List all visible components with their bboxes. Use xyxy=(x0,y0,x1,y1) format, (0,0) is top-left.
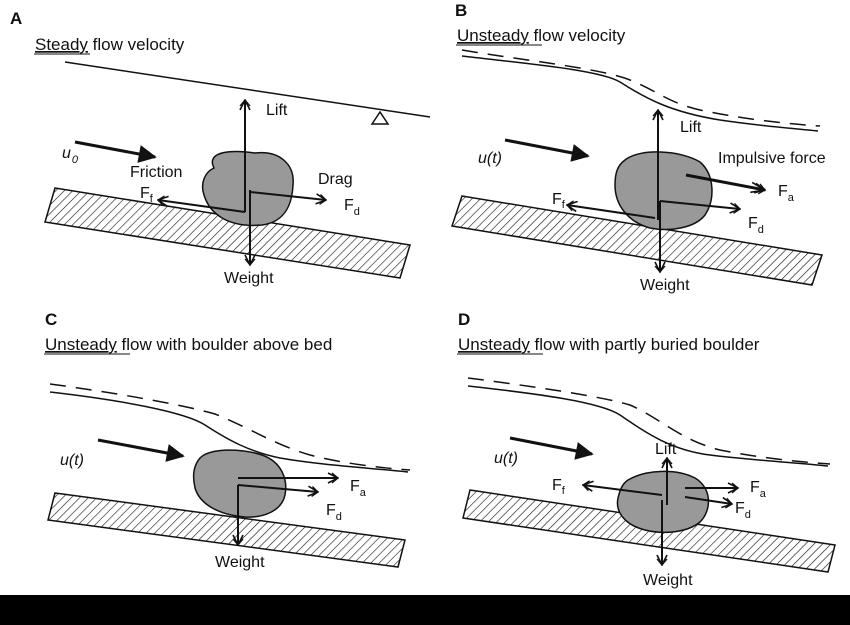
panel-c-velocity-label: u(t) xyxy=(60,452,84,469)
panel-d-velocity-arrow xyxy=(509,436,594,460)
panel-a-drag-label: Drag xyxy=(318,171,353,188)
diagram-canvas: A Steady flow velocity u0 Lift Friction … xyxy=(10,1,836,589)
panel-b-weight-label: Weight xyxy=(640,277,690,294)
panel-b-dashed-surface xyxy=(461,49,821,127)
panel-c-fa-label: Fa xyxy=(350,478,367,499)
panel-a-caption: Steady flow velocity xyxy=(35,35,185,54)
panel-d-water-surface xyxy=(467,385,829,467)
panel-d-letter: D xyxy=(458,310,470,329)
panel-a-weight-label: Weight xyxy=(224,270,274,287)
panel-b-velocity-arrow xyxy=(504,138,590,162)
panel-d: D Unsteady flow with partly buried bould… xyxy=(457,310,836,589)
panel-c-fd-label: Fd xyxy=(326,502,342,523)
panel-b-caption: Unsteady flow velocity xyxy=(457,26,626,45)
panel-c-velocity-arrow xyxy=(97,438,185,462)
panel-d-force-arrow-fd xyxy=(684,496,732,504)
panel-c-weight-label: Weight xyxy=(215,554,265,571)
panel-b: B Unsteady flow velocity u(t) Lift Impul… xyxy=(451,1,826,294)
panel-a-lift-label: Lift xyxy=(266,102,288,119)
panel-a-velocity-arrow xyxy=(74,140,157,163)
panel-c: C Unsteady flow with boulder above bed u… xyxy=(44,310,411,571)
panel-b-impulsive-label: Impulsive force xyxy=(718,150,826,167)
panel-a-velocity-label: u0 xyxy=(62,145,79,166)
panel-b-water-surface xyxy=(461,55,819,132)
panel-a-fd-label: Fd xyxy=(344,197,360,218)
panel-c-force-arrow-fd xyxy=(237,484,318,492)
panel-b-fd-label: Fd xyxy=(748,215,764,236)
panel-d-lift-label: Lift xyxy=(655,441,677,458)
panel-b-ff-label: Ff xyxy=(552,191,566,211)
panel-d-friction-arrow xyxy=(583,485,663,496)
panel-d-ff-label: Ff xyxy=(552,477,566,497)
panel-c-water-surface xyxy=(49,391,409,473)
panel-b-lift-label: Lift xyxy=(680,119,702,136)
panel-c-caption: Unsteady flow with boulder above bed xyxy=(45,335,332,354)
panel-d-dashed-surface xyxy=(467,377,831,465)
panel-d-weight-label: Weight xyxy=(643,572,693,589)
panel-d-fa-label: Fa xyxy=(750,479,767,500)
panel-a: A Steady flow velocity u0 Lift Friction … xyxy=(10,9,431,287)
panel-c-letter: C xyxy=(45,310,57,329)
panel-b-velocity-label: u(t) xyxy=(478,150,502,167)
panel-c-boulder xyxy=(192,449,287,518)
panel-d-velocity-label: u(t) xyxy=(494,450,518,467)
panel-b-letter: B xyxy=(455,1,467,20)
panel-a-letter: A xyxy=(10,9,22,28)
panel-c-dashed-surface xyxy=(49,383,411,471)
panel-c-bed xyxy=(47,492,406,568)
bottom-black-bar xyxy=(0,595,850,625)
panel-b-friction-arrow xyxy=(567,205,656,219)
panel-a-friction-arrow xyxy=(158,200,246,213)
panel-b-boulder xyxy=(614,151,713,231)
panel-b-bed xyxy=(451,195,823,286)
panel-b-fa-label: Fa xyxy=(778,183,795,204)
panel-b-impulsive-arrow xyxy=(685,173,765,190)
panel-d-caption: Unsteady flow with partly buried boulder xyxy=(458,335,760,354)
panel-a-boulder xyxy=(201,150,294,227)
panel-a-water-level-marker xyxy=(370,110,390,125)
panel-a-friction-label: Friction xyxy=(130,164,182,181)
panel-a-water-surface xyxy=(64,61,431,118)
panel-a-bed xyxy=(44,187,411,279)
panel-d-fd-label: Fd xyxy=(735,500,751,521)
panel-a-drag-arrow xyxy=(249,191,326,200)
panel-a-ff-label: Ff xyxy=(140,185,154,205)
panel-b-drag-arrow xyxy=(659,200,740,209)
